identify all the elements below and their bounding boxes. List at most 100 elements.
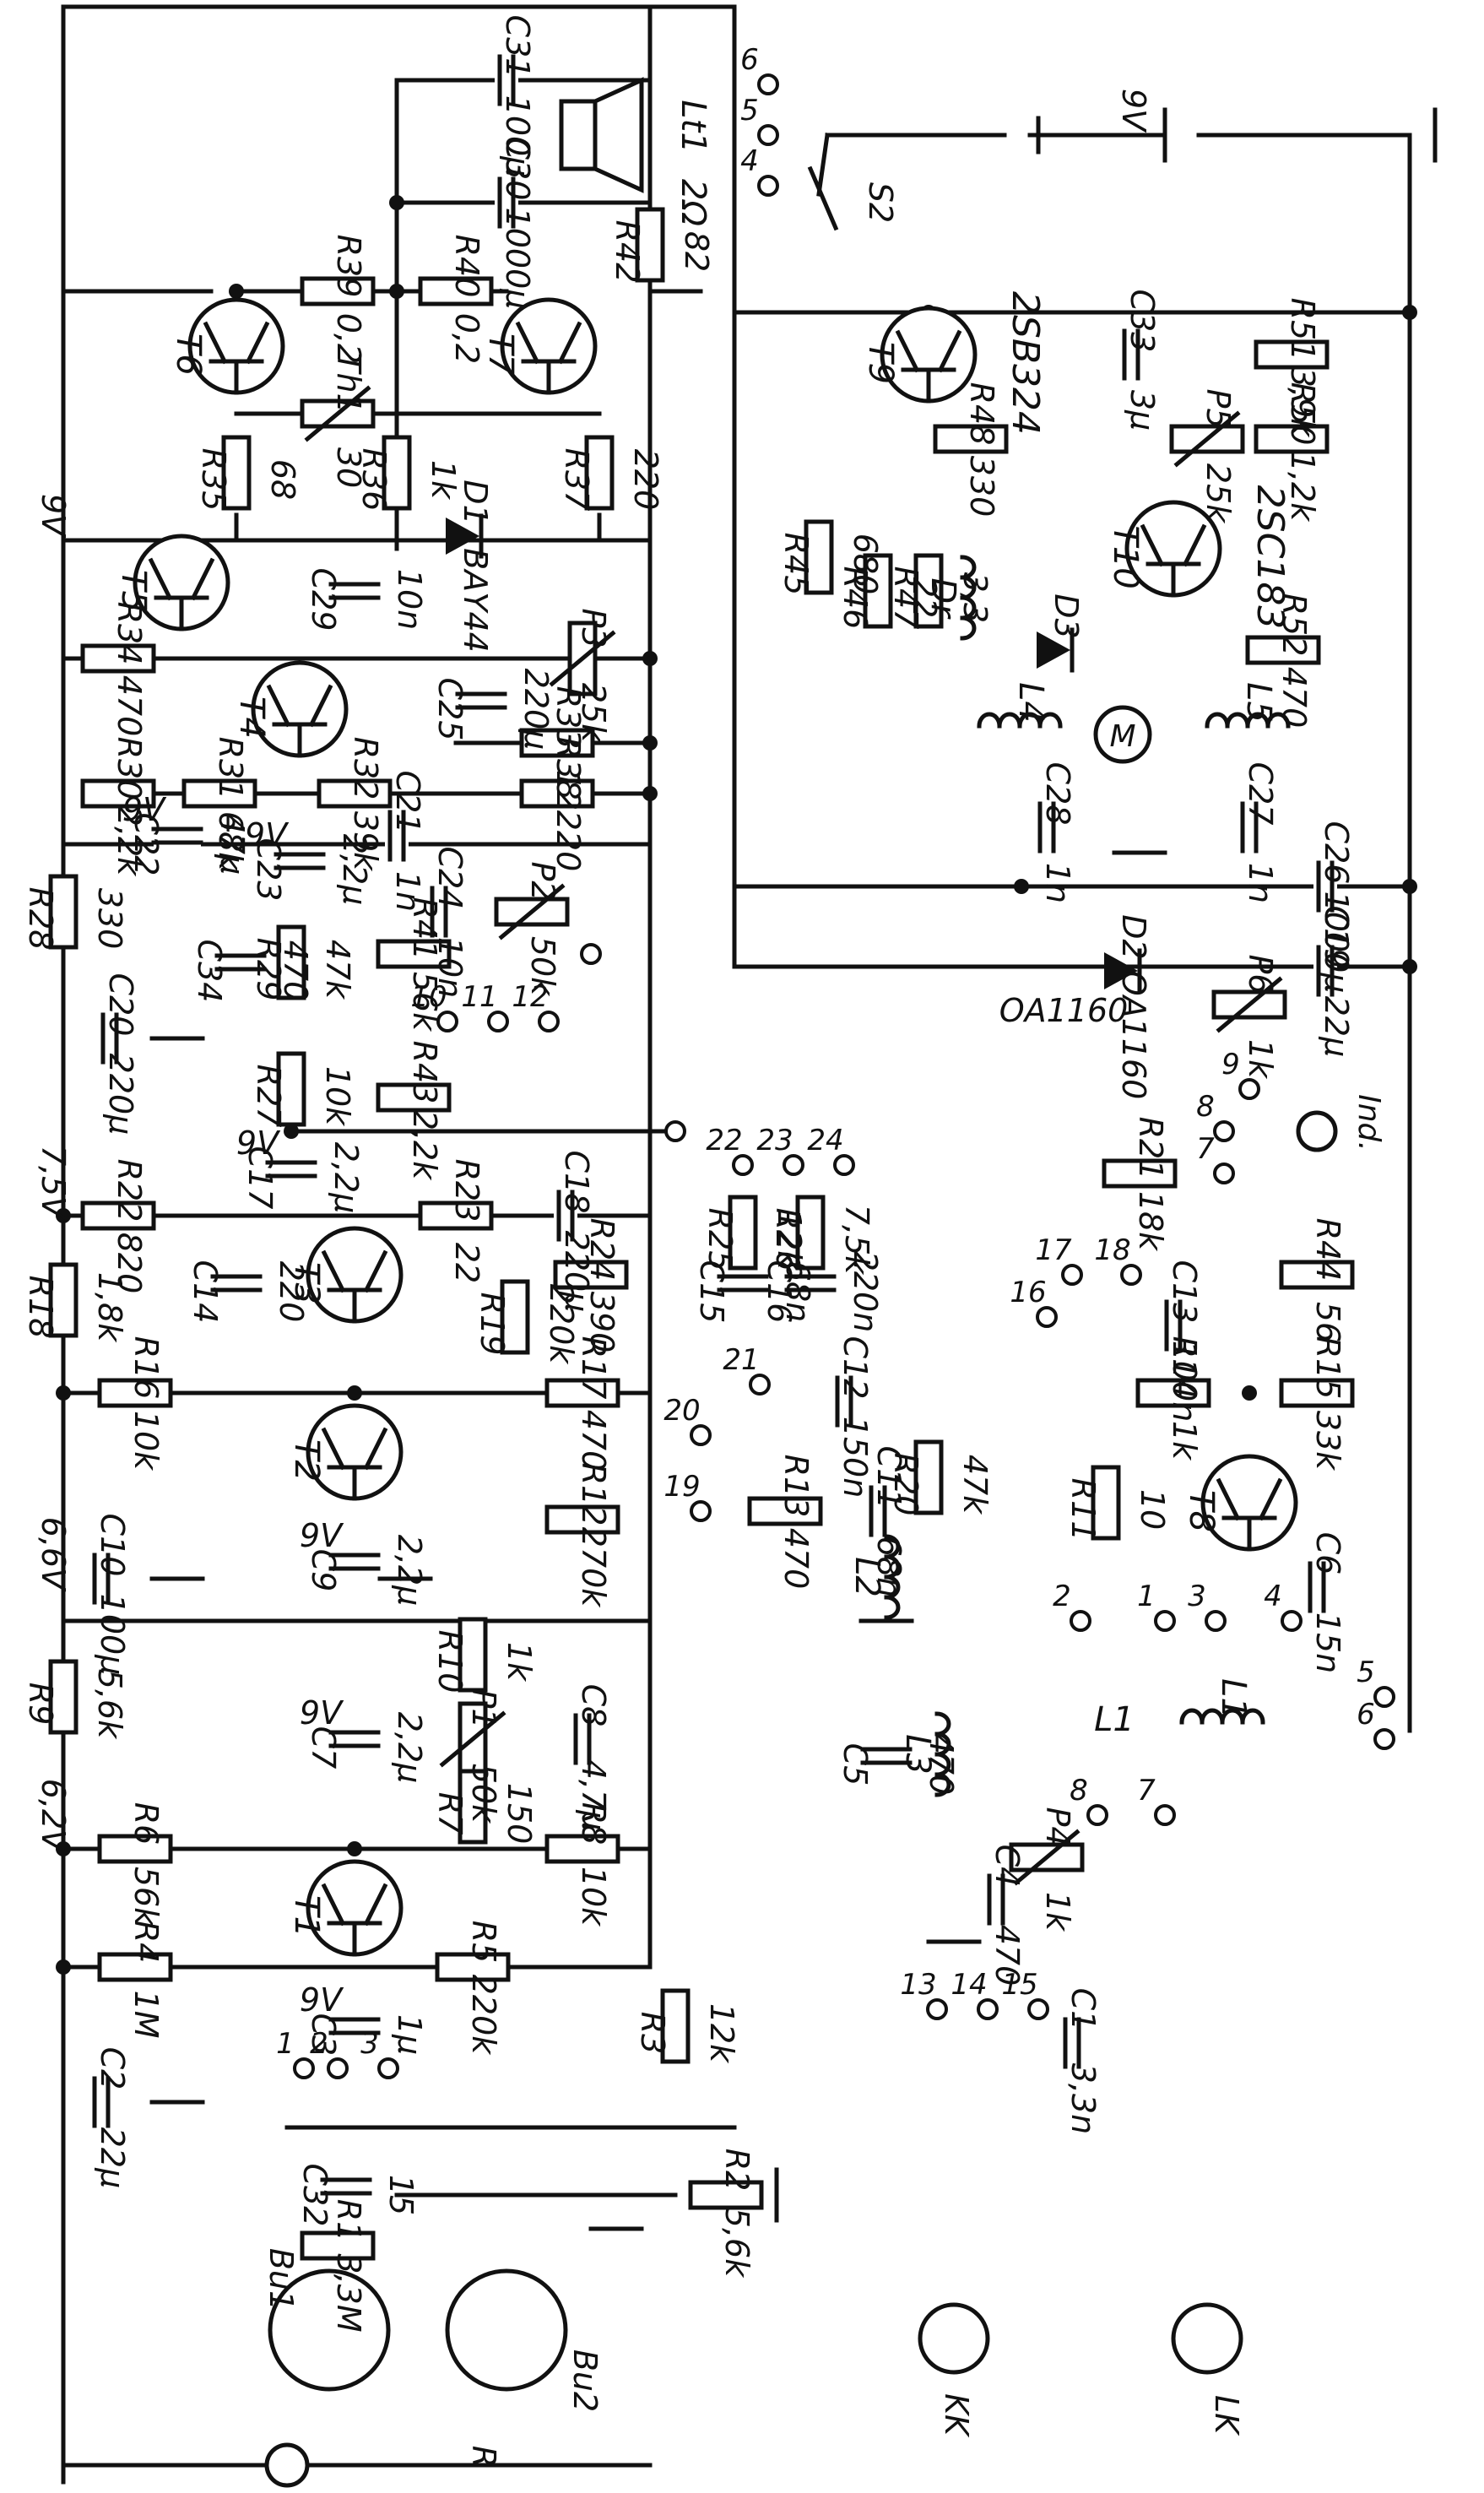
resistor-r30 bbox=[80, 778, 156, 809]
resistor-ref: R4 bbox=[127, 1921, 165, 1964]
capacitor-c28 bbox=[1035, 801, 1059, 854]
capacitor-value: 220 bbox=[273, 1261, 310, 1323]
contact-number: 7 bbox=[1137, 1774, 1156, 1807]
resistor-r10 bbox=[458, 1617, 488, 1693]
potentiometer-p5 bbox=[1169, 410, 1245, 468]
capacitor-value: 22µ bbox=[1318, 996, 1355, 1058]
transistor-t8 bbox=[1200, 1454, 1298, 1552]
resistor-value: 10k bbox=[575, 1867, 612, 1927]
capacitor-c16 bbox=[784, 1271, 837, 1295]
capacitor-ref: C21 bbox=[389, 771, 426, 834]
switch-contact bbox=[1205, 1610, 1227, 1632]
resistor-r36 bbox=[382, 435, 412, 511]
resistor-value: 220k bbox=[465, 1975, 502, 2057]
capacitor-value: 15n bbox=[1309, 1612, 1346, 1673]
resistor-ref: R10 bbox=[431, 1630, 468, 1694]
resistor-r42 bbox=[635, 207, 665, 283]
capacitor-c34 bbox=[214, 951, 267, 974]
capacitor-value: 47µ bbox=[214, 814, 251, 875]
resistor-ref: R44 bbox=[1309, 1218, 1346, 1282]
contact-number: 11 bbox=[461, 980, 497, 1014]
resistor-r40 bbox=[418, 276, 494, 306]
resistor-ref: R22 bbox=[111, 1159, 148, 1222]
switch-contact bbox=[749, 1374, 771, 1396]
capacitor-c24 bbox=[427, 886, 451, 938]
contact-number: 4 bbox=[1264, 1580, 1282, 1613]
socket1-label: Bu1 bbox=[263, 2248, 300, 2311]
resistor-value: 10k bbox=[319, 1066, 356, 1127]
resistor-value: 56 bbox=[1309, 1302, 1346, 1342]
resistor-r12 bbox=[544, 1504, 620, 1535]
resistor-value: 56k bbox=[127, 1867, 165, 1927]
resistor-r39 bbox=[300, 276, 376, 306]
capacitor-ref: C9 bbox=[305, 1549, 342, 1592]
speaker-ref: Lt1 bbox=[674, 100, 712, 153]
contact-number: 2 bbox=[1053, 1580, 1071, 1613]
capacitor-ref: C33 bbox=[1124, 290, 1161, 353]
label-kk: KK bbox=[938, 2393, 975, 2438]
junction-dot bbox=[1242, 1385, 1257, 1401]
transistor-t5 bbox=[133, 534, 230, 631]
resistor-r44 bbox=[1279, 1260, 1355, 1290]
capacitor-ref: C14 bbox=[187, 1260, 224, 1324]
resistor-r2 bbox=[688, 2180, 764, 2210]
pot-ref: P6 bbox=[1242, 954, 1279, 994]
contact-number: 6 bbox=[740, 43, 759, 77]
switch-contact bbox=[1154, 1804, 1176, 1826]
capacitor-value: 22µ bbox=[94, 2127, 131, 2189]
resistor-ref: R9 bbox=[22, 1683, 59, 1726]
contact-number: 18 bbox=[1094, 1233, 1130, 1267]
junction-dot bbox=[1014, 879, 1029, 894]
switch-contact bbox=[1373, 1686, 1395, 1708]
resistor-value: 270k bbox=[575, 1527, 612, 1609]
capacitor-ref: C8 bbox=[575, 1684, 612, 1727]
resistor-value: 1k bbox=[501, 1642, 538, 1683]
junction-dot bbox=[56, 1959, 71, 1975]
resistor-ref: R14 bbox=[1166, 1336, 1203, 1400]
pot-ref: P2 bbox=[524, 861, 561, 901]
capacitor-c20 bbox=[98, 1012, 122, 1065]
transistor-t4 bbox=[251, 660, 349, 758]
resistor-value: 12k bbox=[703, 2003, 740, 2064]
resistor-ref: R39 bbox=[330, 235, 367, 298]
capacitor-value: 2,2µ bbox=[336, 834, 373, 906]
junction-dot bbox=[1402, 879, 1417, 894]
inductor-l4 bbox=[977, 712, 1063, 729]
resistor-r5 bbox=[435, 1952, 511, 1982]
switch-contact bbox=[833, 1154, 855, 1176]
diode-ref: D2 bbox=[1115, 914, 1152, 959]
resistor-value: 1M bbox=[127, 1991, 165, 2039]
diode-ref: D3 bbox=[1048, 593, 1085, 638]
capacitor-ref: C10 bbox=[94, 1514, 131, 1577]
capacitor-c7 bbox=[328, 1727, 381, 1751]
speaker-lt1 bbox=[559, 99, 598, 171]
junction-dot bbox=[642, 786, 658, 801]
switch-contact bbox=[926, 1998, 948, 2020]
resistor-value: 47k bbox=[956, 1455, 994, 1515]
resistor-ref: R42 bbox=[609, 220, 646, 284]
pot-value: 50k bbox=[465, 1764, 502, 1824]
transistor-t7 bbox=[500, 297, 598, 395]
inductor-ref: L5 bbox=[1239, 682, 1278, 723]
switch-contact bbox=[1281, 1610, 1303, 1632]
resistor-value: 3,3M bbox=[330, 2253, 367, 2332]
capacitor-c2 bbox=[89, 2076, 113, 2128]
rail-label-6-6v: 6,6V bbox=[35, 1517, 72, 1592]
contact-number: 19 bbox=[663, 1470, 700, 1504]
resistor-value: 0,2 bbox=[448, 313, 485, 364]
capacitor-value: 2,2µ bbox=[391, 1712, 428, 1784]
diode-type-dup: OA1160 bbox=[999, 992, 1129, 1029]
resistor-value: 1,8k bbox=[91, 1272, 128, 1343]
resistor-ref: R30 bbox=[111, 737, 148, 800]
resistor-ref: R41 bbox=[406, 897, 443, 961]
capacitor-value: 4,7µ bbox=[575, 1759, 612, 1831]
capacitor-ref: C5 bbox=[837, 1743, 874, 1786]
capacitor-c30 bbox=[495, 176, 518, 229]
resistor-ref: R17 bbox=[575, 1336, 612, 1400]
switch-contact bbox=[538, 1011, 560, 1032]
capacitor-ref: C34 bbox=[191, 940, 228, 1003]
junction-dot bbox=[389, 195, 404, 210]
capacitor-c12 bbox=[832, 1375, 856, 1428]
capacitor-c14 bbox=[210, 1271, 263, 1295]
resistor-ref: R16 bbox=[127, 1336, 165, 1400]
